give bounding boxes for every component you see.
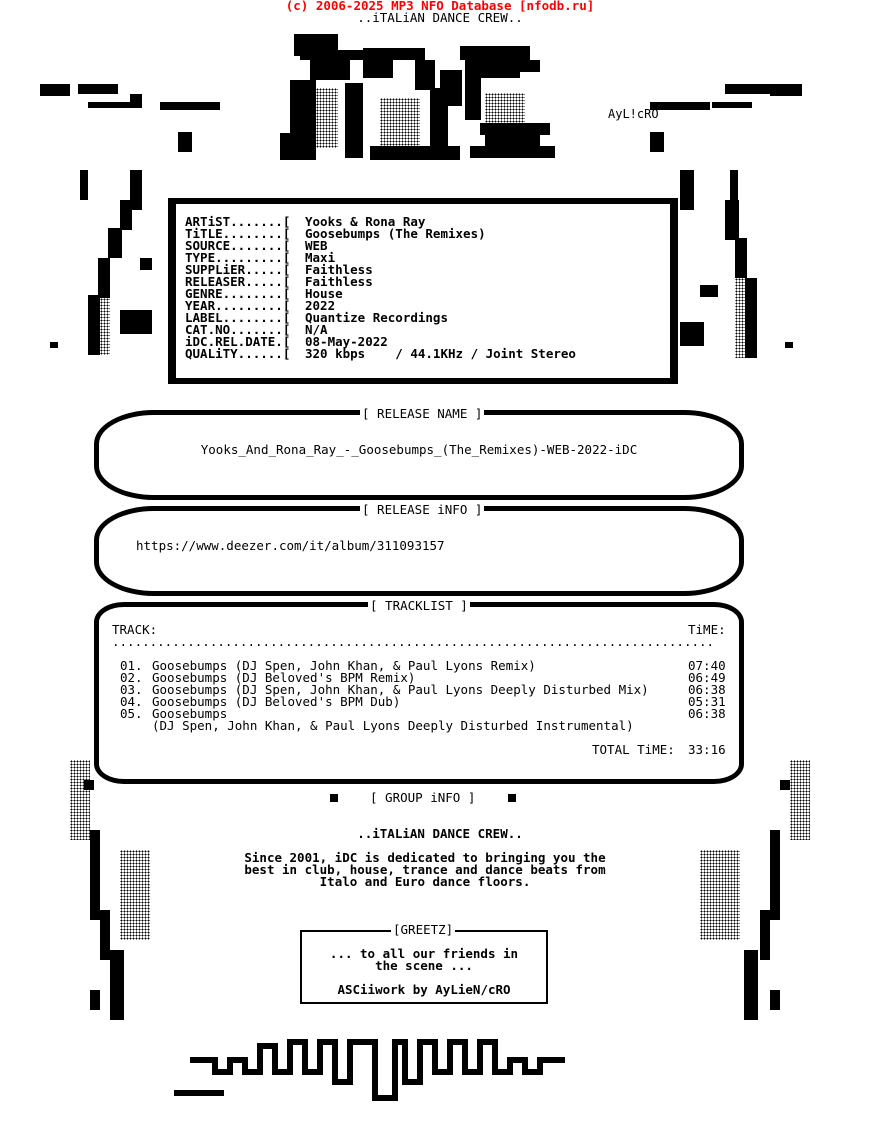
ascii-artist-signature: AyL!cRO [608,107,659,121]
group-info-bracket-right [508,794,516,802]
track-number: 02. [120,670,143,685]
field-label-type: TYPE.........[ [185,250,291,265]
release-info-box [168,198,678,384]
field-value-type: Maxi [305,250,336,265]
nfodb-copyright: (c) 2006-2025 MP3 NFO Database [nfodb.ru… [285,0,595,13]
field-label-catno: CAT.NO.......[ [185,322,291,337]
group-description-line-2: best in club, house, trance and dance be… [244,862,606,877]
field-value-source: WEB [305,238,328,253]
release-info-title: [ RELEASE iNFO ] [360,502,485,517]
total-time-value: 33:16 [688,742,726,757]
track-time: 07:40 [688,658,726,673]
greetz-line-2: the scene ... [375,958,473,973]
field-label-reldate: iDC.REL.DATE.[ [185,334,291,349]
release-name-value: Yooks_And_Rona_Ray_-_Goosebumps_(The_Rem… [200,442,638,457]
field-label-genre: GENRE........[ [185,286,291,301]
group-description-line-3: Italo and Euro dance floors. [319,874,531,889]
field-label-artist: ARTiST.......[ [185,214,291,229]
field-label-quality: QUALiTY......[ [185,346,291,361]
time-column-header: TiME: [688,622,726,637]
group-tagline-top: ..iTALiAN DANCE CREW.. [357,10,523,25]
field-label-source: SOURCE.......[ [185,238,291,253]
field-value-releaser: Faithless [305,274,373,289]
group-tagline: ..iTALiAN DANCE CREW.. [357,826,523,841]
top-wings-decoration [0,0,880,400]
track-row: 03. Goosebumps (DJ Spen, John Khan, & Pa… [120,682,730,697]
ascii-credit: ASCiiwork by AyLieN/cRO [337,982,511,997]
track-number: 05. [120,706,143,721]
field-value-supplier: Faithless [305,262,373,277]
track-title-continued: (DJ Spen, John Khan, & Paul Lyons Deeply… [152,718,634,733]
group-description-line-1: Since 2001, iDC is dedicated to bringing… [244,850,606,865]
total-time-label: TOTAL TiME: [592,742,675,757]
field-value-quality: 320 kbps / 44.1KHz / Joint Stereo [305,346,576,361]
field-value-catno: N/A [305,322,328,337]
track-row: 02. Goosebumps (DJ Beloved's BPM Remix) … [120,670,730,685]
greetz-line-1: ... to all our friends in [329,946,519,961]
track-title: Goosebumps (DJ Spen, John Khan, & Paul L… [152,658,536,673]
field-value-genre: House [305,286,343,301]
idc-logo [280,28,555,160]
greetz-title: [GREETZ] [391,922,456,937]
field-value-artist: Yooks & Rona Ray [305,214,426,229]
bottom-squarewave-decoration [190,1030,690,1110]
track-column-header: TRACK: [112,622,158,637]
field-label-label: LABEL........[ [185,310,291,325]
group-info-title: [ GROUP iNFO ] [368,790,478,805]
tracklist-title: [ TRACKLIST ] [368,598,470,613]
track-time: 06:38 [688,706,726,721]
group-info-bracket-left [330,794,338,802]
field-label-year: YEAR.........[ [185,298,291,313]
field-value-reldate: 08-May-2022 [305,334,388,349]
lower-wings-decoration [0,750,880,1130]
field-label-releaser: RELEASER.....[ [185,274,291,289]
field-value-title: Goosebumps (The Remixes) [305,226,486,241]
track-title: Goosebumps [152,706,228,721]
track-number: 04. [120,694,143,709]
track-title: Goosebumps (DJ Beloved's BPM Remix) [152,670,416,685]
greetz-box-right-edge [546,930,548,1002]
track-time: 05:31 [688,694,726,709]
field-value-label: Quantize Recordings [305,310,448,325]
track-number: 03. [120,682,143,697]
track-time: 06:38 [688,682,726,697]
field-value-year: 2022 [305,298,336,313]
track-number: 01. [120,658,143,673]
field-label-supplier: SUPPLiER.....[ [185,262,291,277]
track-row: 04. Goosebumps (DJ Beloved's BPM Dub) 05… [120,694,730,709]
track-title: Goosebumps (DJ Spen, John Khan, & Paul L… [152,682,649,697]
track-row: 01. Goosebumps (DJ Spen, John Khan, & Pa… [120,658,730,673]
track-row: 05. Goosebumps 06:38 (DJ Spen, John Khan… [120,706,730,733]
release-name-title: [ RELEASE NAME ] [360,406,485,421]
track-time: 06:49 [688,670,726,685]
deezer-album-link[interactable]: https://www.deezer.com/it/album/31109315… [136,538,445,553]
tracklist-divider: ........................................… [112,636,715,648]
track-title: Goosebumps (DJ Beloved's BPM Dub) [152,694,401,709]
field-label-title: TiTLE........[ [185,226,291,241]
